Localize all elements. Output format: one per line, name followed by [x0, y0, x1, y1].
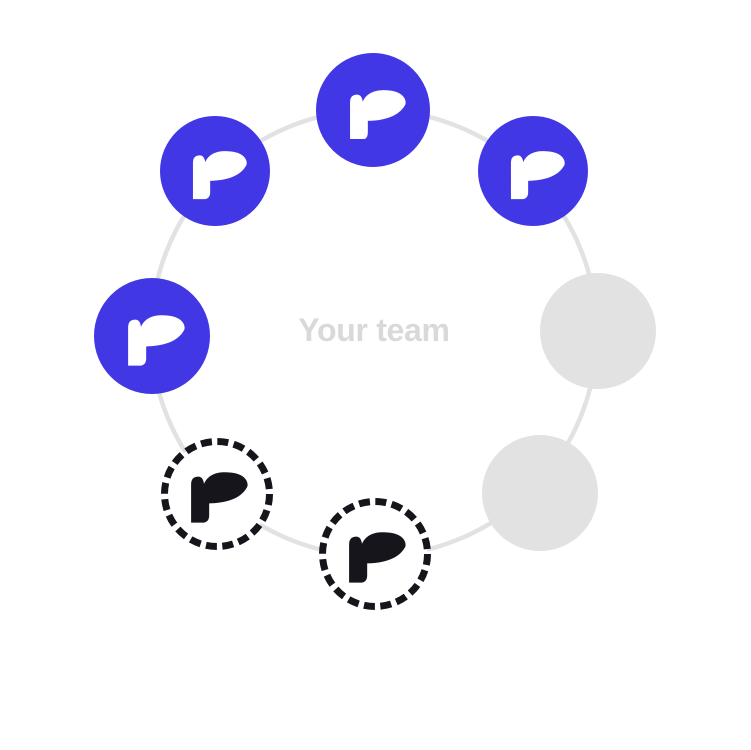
- team-label: Your team: [298, 312, 450, 348]
- member-circle-left: [94, 278, 210, 394]
- remote-logo-icon: [510, 151, 565, 200]
- pending-circle-lower-left: [157, 434, 277, 554]
- placeholder-circle-lower-right: [482, 435, 598, 551]
- remote-logo-icon: [349, 532, 406, 583]
- member-circle-top: [316, 53, 430, 167]
- placeholder-circle-right: [540, 273, 656, 389]
- remote-logo-icon: [128, 315, 185, 366]
- dashed-border-icon: [319, 498, 431, 610]
- pending-circle-bottom: [315, 494, 435, 614]
- member-circle-upper-left: [160, 116, 270, 226]
- remote-logo-icon: [191, 472, 248, 523]
- member-circle-upper-right: [478, 116, 588, 226]
- remote-logo-icon: [192, 151, 247, 200]
- remote-logo-icon: [349, 89, 406, 140]
- dashed-border-icon: [161, 438, 273, 550]
